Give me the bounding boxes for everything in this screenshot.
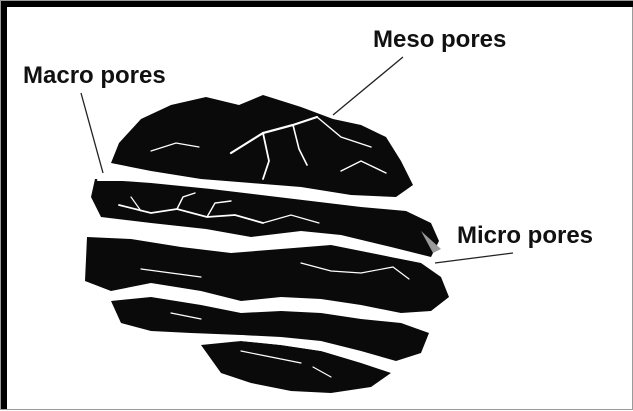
label-micro-pores: Micro pores [457, 222, 593, 249]
leader-line-micro [435, 253, 513, 263]
label-meso-pores: Meso pores [373, 26, 506, 53]
leader-line-macro [81, 93, 103, 173]
leader-line-meso [333, 57, 403, 115]
label-macro-pores: Macro pores [23, 62, 166, 89]
